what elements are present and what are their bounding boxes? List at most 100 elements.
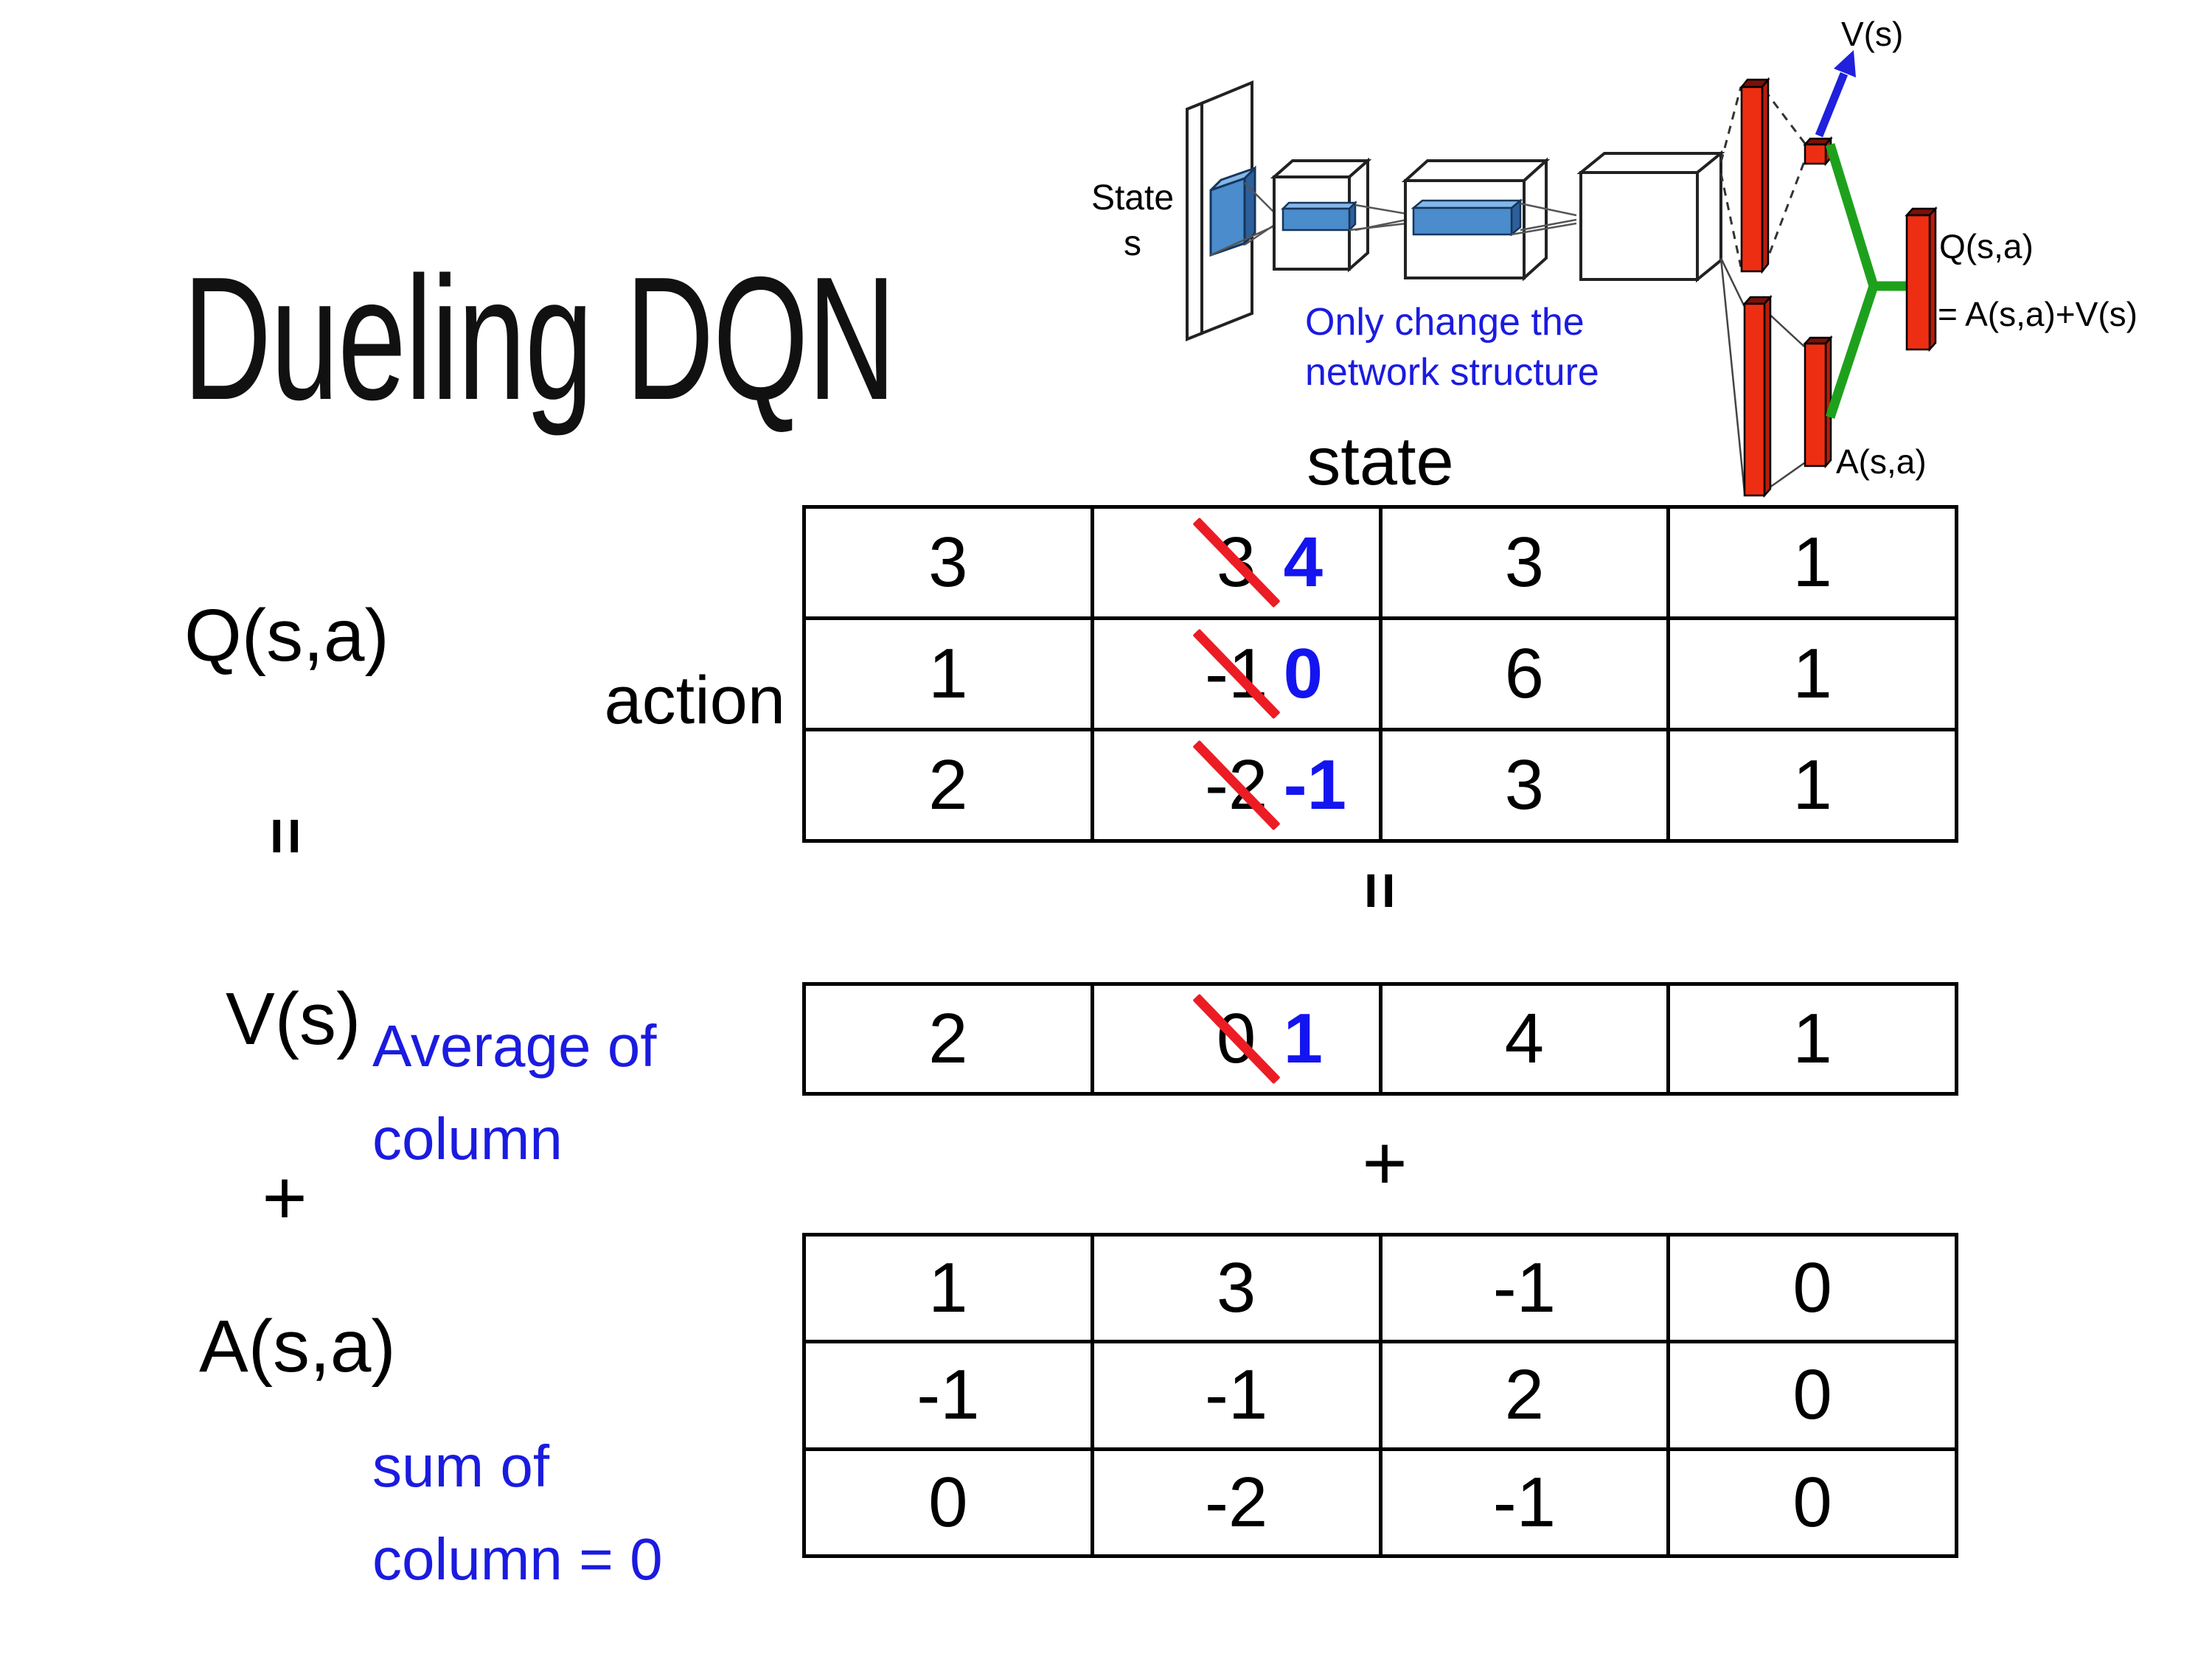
cell-value: 2 — [928, 745, 968, 824]
crossed-out-value: 3 — [1192, 517, 1281, 608]
v-scalar-node — [1803, 136, 1833, 167]
plus-sign-middle: + — [1362, 1120, 1408, 1206]
cell-value: -2 — [1204, 1462, 1268, 1542]
dashed-links — [1719, 86, 1807, 268]
matrix-cell: 1 — [1670, 986, 1955, 1092]
matrix-cell: -10 — [1093, 620, 1379, 728]
matrix-cell: 6 — [1382, 620, 1667, 728]
cell-value: 2 — [928, 999, 968, 1078]
feature-bar-1 — [1280, 200, 1358, 233]
corrected-value: 4 — [1283, 523, 1324, 602]
red-strike-line — [1192, 993, 1281, 1085]
matrix-cell: 3 — [1093, 1237, 1379, 1340]
connection-lines — [1349, 204, 1408, 232]
cell-value: 1 — [1792, 745, 1832, 824]
matrix-cell: 4 — [1382, 986, 1667, 1092]
a-stream-bar-1 — [1742, 294, 1773, 498]
connection-lines — [1511, 202, 1577, 236]
matrix-cell: -1 — [1382, 1450, 1667, 1554]
rotated-equals-middle: = — [1344, 872, 1417, 910]
a-annotation-line1: sum of — [372, 1433, 550, 1499]
red-strike-line — [1192, 628, 1281, 720]
matrix-cell: 2 — [806, 986, 1091, 1092]
matrix-cell: -2-1 — [1093, 731, 1379, 839]
diagram-state-label: State — [1091, 178, 1174, 218]
slide-title: Dueling DQN — [183, 241, 896, 437]
matrix-cell: 1 — [1670, 509, 1955, 616]
v-arrow-icon — [1815, 50, 1856, 138]
cell-value: -1 — [1492, 1462, 1557, 1542]
q-output-bar — [1905, 206, 1938, 352]
diagram-vs-label: V(s) — [1841, 15, 1903, 53]
v-annotation-line2: column — [372, 1106, 563, 1172]
cell-value: 1 — [1792, 523, 1832, 602]
crossed-out-value: -2 — [1192, 740, 1281, 831]
cell-value: 3 — [1216, 1248, 1256, 1328]
a-matrix-label: A(s,a) — [199, 1305, 396, 1388]
crossed-out-value: -1 — [1192, 628, 1281, 720]
cell-value: -1 — [1492, 1248, 1557, 1328]
cell-value: 0 — [1792, 1462, 1832, 1542]
diagram-q-formula: = A(s,a)+V(s) — [1938, 295, 2138, 333]
matrix-cell: 0 — [1670, 1237, 1955, 1340]
matrix-cell: 0 — [1670, 1450, 1955, 1554]
feature-bar-2 — [1411, 198, 1523, 237]
plus-sign-left: + — [262, 1155, 307, 1241]
a-value-table: 1 3 -1 0 -1 -1 2 0 0 -2 -1 0 — [802, 1233, 1958, 1558]
cell-value: -1 — [917, 1355, 980, 1435]
state-axis-label: state — [1307, 424, 1454, 499]
matrix-cell: 1 — [806, 1237, 1091, 1340]
corrected-value: -1 — [1283, 745, 1346, 824]
cell-value: 3 — [1504, 745, 1545, 824]
a-stream-bar-2 — [1803, 335, 1833, 469]
cell-value: 4 — [1504, 999, 1545, 1078]
v-annotation-line1: Average of — [372, 1013, 657, 1079]
dueling-network-diagram: State s V(s) Q(s,a) = A(s,a)+V(s) A(s,a)… — [1091, 15, 2138, 498]
sum-connector — [1825, 143, 1911, 420]
matrix-cell: 0 — [1670, 1343, 1955, 1447]
cell-value: 2 — [1504, 1355, 1545, 1435]
cell-value: 6 — [1504, 634, 1545, 713]
cell-value: 3 — [1504, 523, 1545, 602]
diagram-note-line1: Only change the — [1305, 301, 1585, 344]
crossed-out-value: 0 — [1192, 993, 1281, 1085]
v-matrix-label: V(s) — [226, 978, 361, 1060]
a-annotation-line2: column = 0 — [372, 1526, 663, 1593]
matrix-cell: -2 — [1093, 1450, 1379, 1554]
cell-value: 1 — [1792, 634, 1832, 713]
matrix-cell: 3 — [806, 509, 1091, 616]
red-strike-line — [1192, 517, 1281, 608]
v-value-table: 20141 — [802, 982, 1958, 1096]
cell-value: 1 — [928, 634, 968, 713]
matrix-cell: 1 — [1670, 731, 1955, 839]
corrected-value: 0 — [1283, 634, 1324, 713]
action-axis-label: action — [604, 663, 786, 738]
matrix-cell: 2 — [1382, 1343, 1667, 1447]
q-matrix-label: Q(s,a) — [184, 594, 389, 677]
matrix-cell: 3 — [1382, 731, 1667, 839]
cell-value: 3 — [928, 523, 968, 602]
v-annotation: Average of column — [372, 1000, 656, 1186]
matrix-cell: 2 — [806, 731, 1091, 839]
rotated-equals-left: = — [250, 817, 323, 855]
matrix-cell: -1 — [1093, 1343, 1379, 1447]
matrix-cell: 1 — [806, 620, 1091, 728]
cell-value: -1 — [1204, 1355, 1268, 1435]
cell-value: 0 — [1792, 1355, 1832, 1435]
matrix-cell: 0 — [806, 1450, 1091, 1554]
diagram-note-line2: network structure — [1305, 351, 1599, 394]
a-annotation: sum of column = 0 — [372, 1420, 663, 1607]
fc-layer-box — [1576, 150, 1725, 283]
v-stream-bar — [1739, 77, 1770, 274]
cell-value: 1 — [928, 1248, 968, 1328]
matrix-cell: -1 — [1382, 1237, 1667, 1340]
input-frame — [1186, 80, 1253, 341]
matrix-cell: 01 — [1093, 986, 1379, 1092]
corrected-value: 1 — [1283, 999, 1324, 1078]
diagram-q-label: Q(s,a) — [1939, 227, 2034, 265]
cell-value: 1 — [1792, 999, 1832, 1078]
matrix-cell: 1 — [1670, 620, 1955, 728]
matrix-cell: 34 — [1093, 509, 1379, 616]
